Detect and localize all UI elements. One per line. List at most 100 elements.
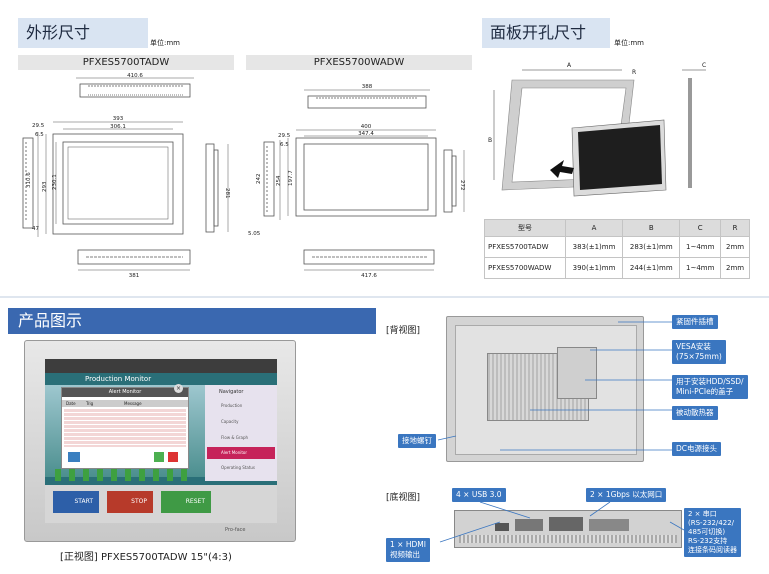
- lan-ports: [549, 517, 583, 531]
- callout-serial-line: (RS-232/422/: [688, 519, 735, 527]
- wadw-dim-2: 400: [361, 124, 372, 130]
- table-cell: PFXES5700WADW: [484, 257, 566, 279]
- cutout-spec-table: 型号 A B C R PFXES5700TADW 383(±1)mm 283(±…: [484, 219, 750, 279]
- nav-item[interactable]: Operating Status: [221, 465, 256, 470]
- alert-ack-button[interactable]: [154, 452, 164, 462]
- alert-ok-icon[interactable]: [68, 452, 80, 462]
- model-bar-tadw: PFXES5700TADW: [18, 55, 234, 70]
- bottom-vent: [459, 535, 677, 543]
- callout-lan: 2 × 1Gbps 以太网口: [586, 488, 667, 502]
- reset-button[interactable]: RESET: [161, 491, 211, 513]
- cutout-label-b: B: [488, 137, 492, 144]
- wadw-dim-6: 242: [256, 174, 262, 185]
- table-cell: 390(±1)mm: [564, 257, 624, 279]
- table-header: 型号: [484, 219, 566, 237]
- stop-button[interactable]: STOP: [107, 491, 153, 513]
- cutout-section: 面板开孔尺寸 单位:mm A R B C 型号 A B C R PFXES570…: [482, 0, 769, 290]
- tadw-dim-1: 410.6: [127, 73, 143, 79]
- table-header: A: [564, 219, 624, 237]
- section-divider: [0, 296, 769, 298]
- wadw-dim-1: 388: [362, 84, 373, 90]
- model-bar-wadw: PFXES5700WADW: [246, 55, 472, 70]
- front-view-caption: [正视图] PFXES5700TADW 15"(4:3): [60, 552, 232, 563]
- nav-item[interactable]: Capacity: [221, 419, 239, 424]
- bezel-brand: Pro-face: [225, 527, 246, 533]
- callout-hdmi-line: 1 × HDMI: [390, 540, 426, 549]
- cutout-diagram: A R B C: [488, 62, 706, 197]
- callout-vesa: VESA安装 (75×75mm): [672, 340, 726, 364]
- callout-serial-line: RS-232支持: [688, 537, 728, 545]
- table-header: R: [720, 219, 750, 237]
- wadw-dim-11: 272: [459, 180, 465, 191]
- tadw-dim-10: 381: [129, 273, 140, 279]
- callout-dc: DC电源接头: [672, 442, 722, 456]
- tadw-dimension-drawing: 410.6 393 306.1 29.5 6.5 310.6 293 230.1…: [22, 73, 230, 279]
- alert-rows: [64, 409, 186, 447]
- screen-topbar: [45, 359, 277, 373]
- alert-window[interactable]: Alert Monitor × Date Trig Message: [61, 384, 189, 469]
- cutout-label-a: A: [567, 62, 572, 69]
- front-view-device: Production Monitor Alert Monitor × Date …: [24, 340, 296, 542]
- nav-item[interactable]: Production: [221, 403, 243, 408]
- table-cell: 383(±1)mm: [564, 236, 624, 258]
- table-cell: PFXES5700TADW: [484, 236, 566, 258]
- tadw-dim-6: 310.6: [26, 172, 32, 188]
- nav-title: Navigator: [219, 389, 244, 395]
- alert-column-headers: Date Trig Message: [62, 400, 188, 407]
- table-cell: 1~4mm: [679, 257, 722, 279]
- callout-serial-line: 485可切换): [688, 528, 726, 536]
- wadw-dim-5: 6.5: [280, 142, 289, 148]
- callout-hdmi-line: 视频输出: [390, 550, 420, 559]
- cutout-title: 面板开孔尺寸: [482, 18, 610, 48]
- outline-unit: 单位:mm: [150, 39, 180, 47]
- cutout-unit: 单位:mm: [614, 39, 644, 47]
- tadw-dim-7: 293: [42, 181, 48, 192]
- callout-serial-line: 2 × 串口: [688, 510, 717, 518]
- hdmi-port: [495, 523, 509, 531]
- tadw-dim-11: 281: [224, 188, 230, 199]
- tadw-dim-2: 393: [113, 116, 124, 122]
- wadw-dim-10: 417.6: [361, 273, 377, 279]
- product-title: 产品图示: [8, 308, 376, 334]
- callout-serial-line: 连接条码阅读器: [688, 546, 737, 554]
- alert-title: Alert Monitor: [62, 388, 188, 397]
- callout-vesa-line: VESA安装: [676, 342, 711, 351]
- callout-heatsink: 被动散热器: [672, 406, 718, 420]
- back-view-label: [背视图]: [386, 326, 421, 336]
- tadw-dim-4: 29.5: [32, 123, 45, 129]
- table-cell: 2mm: [720, 236, 750, 258]
- callout-cover: 用于安装HDD/SSD/ Mini-PCIe的盖子: [672, 375, 748, 399]
- back-leader-lines: [437, 321, 672, 451]
- start-label: START: [74, 498, 93, 505]
- side-nav: Navigator Production Capacity Flow & Gra…: [205, 385, 277, 481]
- table-header: C: [679, 219, 722, 237]
- callout-usb: 4 × USB 3.0: [452, 488, 506, 502]
- callout-cover-line: Mini-PCIe的盖子: [676, 387, 734, 396]
- callout-ground: 接地螺钉: [398, 434, 436, 448]
- table-cell: 283(±1)mm: [622, 236, 681, 258]
- nav-item[interactable]: Flow & Graph: [221, 435, 249, 440]
- table-row: PFXES5700WADW 390(±1)mm 244(±1)mm 1~4mm …: [484, 257, 750, 279]
- table-cell: 244(±1)mm: [622, 257, 681, 279]
- start-button[interactable]: START: [53, 491, 99, 513]
- alert-col-message: Message: [124, 401, 142, 406]
- table-cell: 2mm: [720, 257, 750, 279]
- reset-label: RESET: [185, 498, 205, 505]
- bottom-leader-lines: [439, 501, 685, 543]
- alert-col-trig: Trig: [86, 401, 94, 406]
- tadw-dim-8: 230.1: [52, 174, 58, 190]
- alert-clear-button[interactable]: [168, 452, 178, 462]
- tadw-dim-3: 306.1: [110, 124, 126, 130]
- alert-close-icon[interactable]: ×: [174, 384, 183, 393]
- bottom-view-label: [底视图]: [386, 493, 421, 503]
- wadw-dimension-drawing: 388 400 347.4 29.5 6.5 242 254 197.7 5.0…: [248, 84, 465, 279]
- callout-vesa-line: (75×75mm): [676, 352, 722, 361]
- tadw-dim-5: 6.5: [35, 132, 44, 138]
- wadw-dim-7: 254: [276, 175, 282, 186]
- table-header: B: [622, 219, 681, 237]
- nav-item-active[interactable]: Alert Monitor: [207, 447, 275, 459]
- callout-fix-slot: 紧固件插槽: [672, 315, 718, 329]
- outline-title: 外形尺寸: [18, 18, 148, 48]
- callout-serial: 2 × 串口 (RS-232/422/ 485可切换) RS-232支持 连接条…: [684, 508, 741, 557]
- table-cell: 1~4mm: [679, 236, 722, 258]
